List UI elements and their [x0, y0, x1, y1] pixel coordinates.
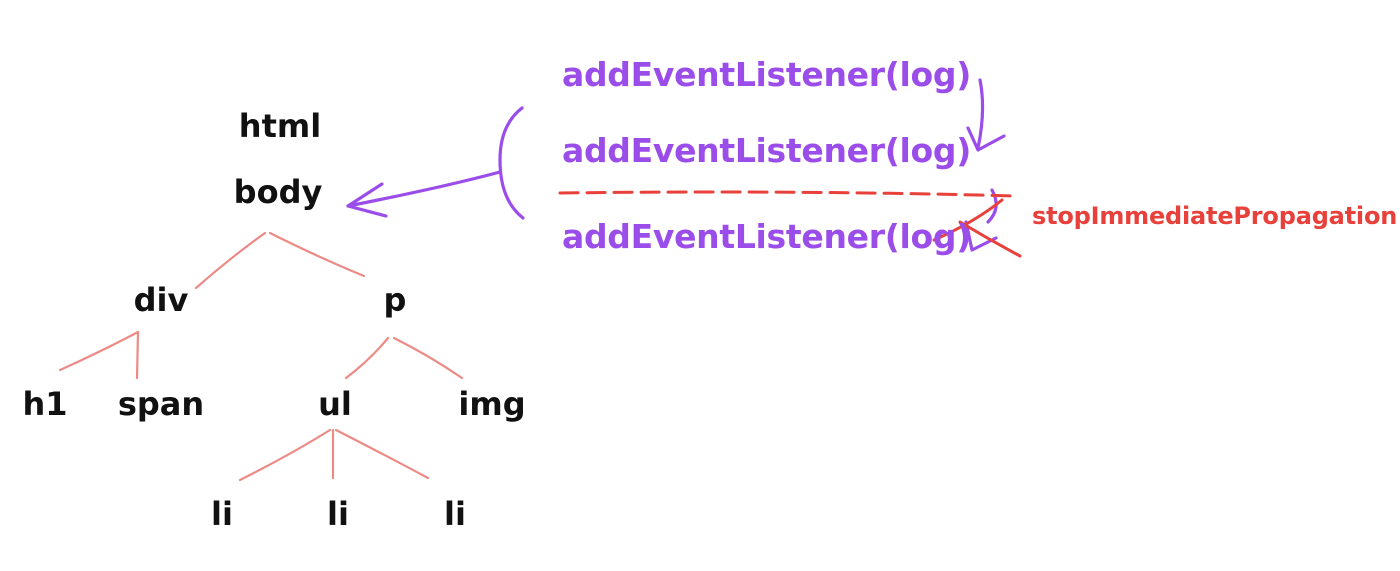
node-span: span [117, 385, 205, 423]
link-div-span [135, 330, 140, 380]
node-li-1: li [211, 495, 233, 533]
down-arrow-1 [976, 78, 985, 150]
link-ul-li3 [334, 428, 430, 480]
blocked-cross-b [932, 198, 1004, 242]
down-arrow-2-head [964, 220, 998, 252]
node-li-2: li [327, 495, 349, 533]
arrow-to-body-head [346, 182, 388, 218]
node-h1: h1 [22, 385, 68, 423]
node-img: img [458, 385, 526, 423]
listener-bracket [498, 106, 525, 220]
node-p: p [383, 281, 407, 319]
node-li-3: li [444, 495, 466, 533]
listener-label-2: addEventListener(log) [562, 131, 971, 170]
down-arrow-1-head [966, 126, 1006, 152]
link-ul-li1 [238, 428, 332, 482]
arrow-to-body-line [346, 170, 502, 208]
node-html: html [238, 107, 322, 145]
listener-label-3: addEventListener(log) [562, 217, 971, 256]
listener-label-1: addEventListener(log) [562, 55, 971, 94]
node-div: div [133, 281, 189, 319]
link-p-img [392, 336, 464, 380]
node-ul: ul [318, 385, 352, 423]
link-body-p [268, 231, 366, 278]
down-arrow-2 [986, 188, 998, 224]
stop-immediate-propagation-label: stopImmediatePropagation [1032, 202, 1398, 230]
node-body: body [233, 173, 323, 211]
link-body-div [194, 231, 267, 290]
link-div-h1 [58, 330, 140, 372]
link-p-ul [344, 336, 390, 380]
stop-dashed-line [558, 190, 1018, 198]
